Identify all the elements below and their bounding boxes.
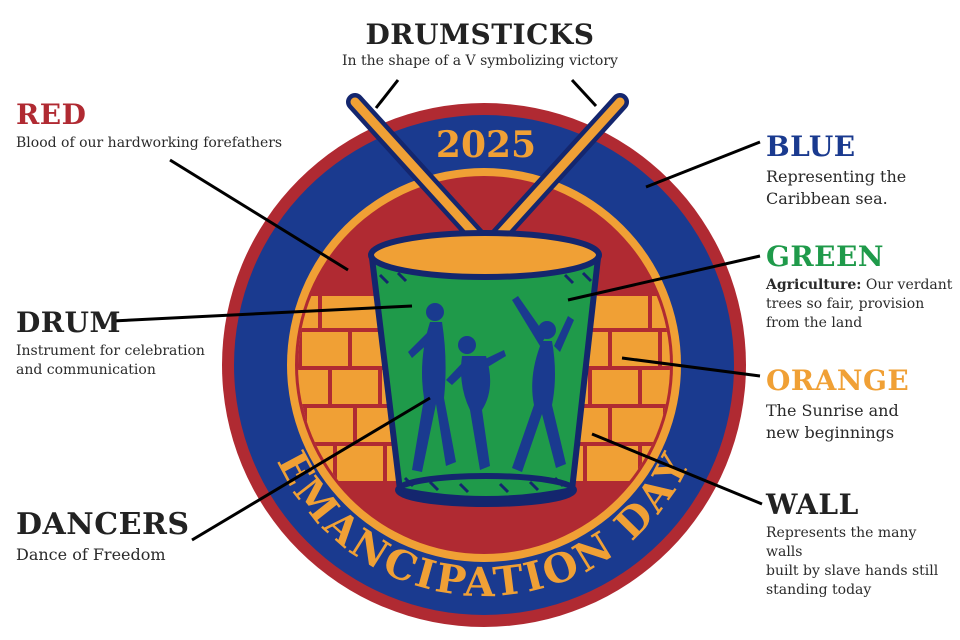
green-desc: Agriculture: Our verdant trees so fair, …	[766, 276, 956, 333]
red-title: RED	[16, 98, 87, 131]
wall-desc-line3: standing today	[766, 582, 872, 598]
green-title: GREEN	[766, 240, 884, 273]
green-desc-bold: Agriculture:	[766, 277, 862, 293]
wall-desc-line1: Represents the many walls	[766, 525, 917, 560]
label-wall: WALL Represents the many walls built by …	[766, 490, 956, 600]
drum-desc-line1: Instrument for celebration	[16, 343, 205, 359]
drum-desc-line2: and communication	[16, 362, 156, 378]
red-desc: Blood of our hardworking forefathers	[16, 135, 283, 151]
drumsticks-title: DRUMSTICKS	[365, 18, 595, 51]
dancers-icon	[408, 296, 574, 472]
orange-desc-line1: The Sunrise and	[766, 401, 899, 420]
drum-title: DRUM	[16, 306, 121, 339]
orange-desc-line2: new beginnings	[766, 423, 895, 442]
label-drum: DRUM Instrument for celebration and comm…	[16, 308, 236, 380]
label-drumsticks: DRUMSTICKS In the shape of a V symbolizi…	[270, 20, 690, 71]
blue-desc-line1: Representing the	[766, 167, 907, 186]
orange-title: ORANGE	[766, 364, 910, 397]
drumsticks-icon	[346, 93, 629, 249]
green-desc-rest: Our verdant trees so fair, provision fro…	[766, 277, 953, 331]
dancers-desc: Dance of Freedom	[16, 545, 166, 564]
label-blue: BLUE Representing the Caribbean sea.	[766, 132, 956, 210]
blue-title: BLUE	[766, 130, 856, 163]
wall-desc-line2: built by slave hands still	[766, 563, 939, 579]
label-green: GREEN Agriculture: Our verdant trees so …	[766, 242, 956, 333]
drumsticks-desc: In the shape of a V symbolizing victory	[342, 53, 618, 69]
label-dancers: DANCERS Dance of Freedom	[16, 510, 236, 566]
label-red: RED Blood of our hardworking forefathers	[16, 100, 336, 153]
emblem-year: 2025	[436, 124, 536, 166]
blue-desc-line2: Caribbean sea.	[766, 189, 888, 208]
wall-title: WALL	[766, 488, 859, 521]
label-orange: ORANGE The Sunrise and new beginnings	[766, 366, 956, 444]
leader-lines	[111, 78, 763, 542]
dancers-title: DANCERS	[16, 507, 190, 542]
